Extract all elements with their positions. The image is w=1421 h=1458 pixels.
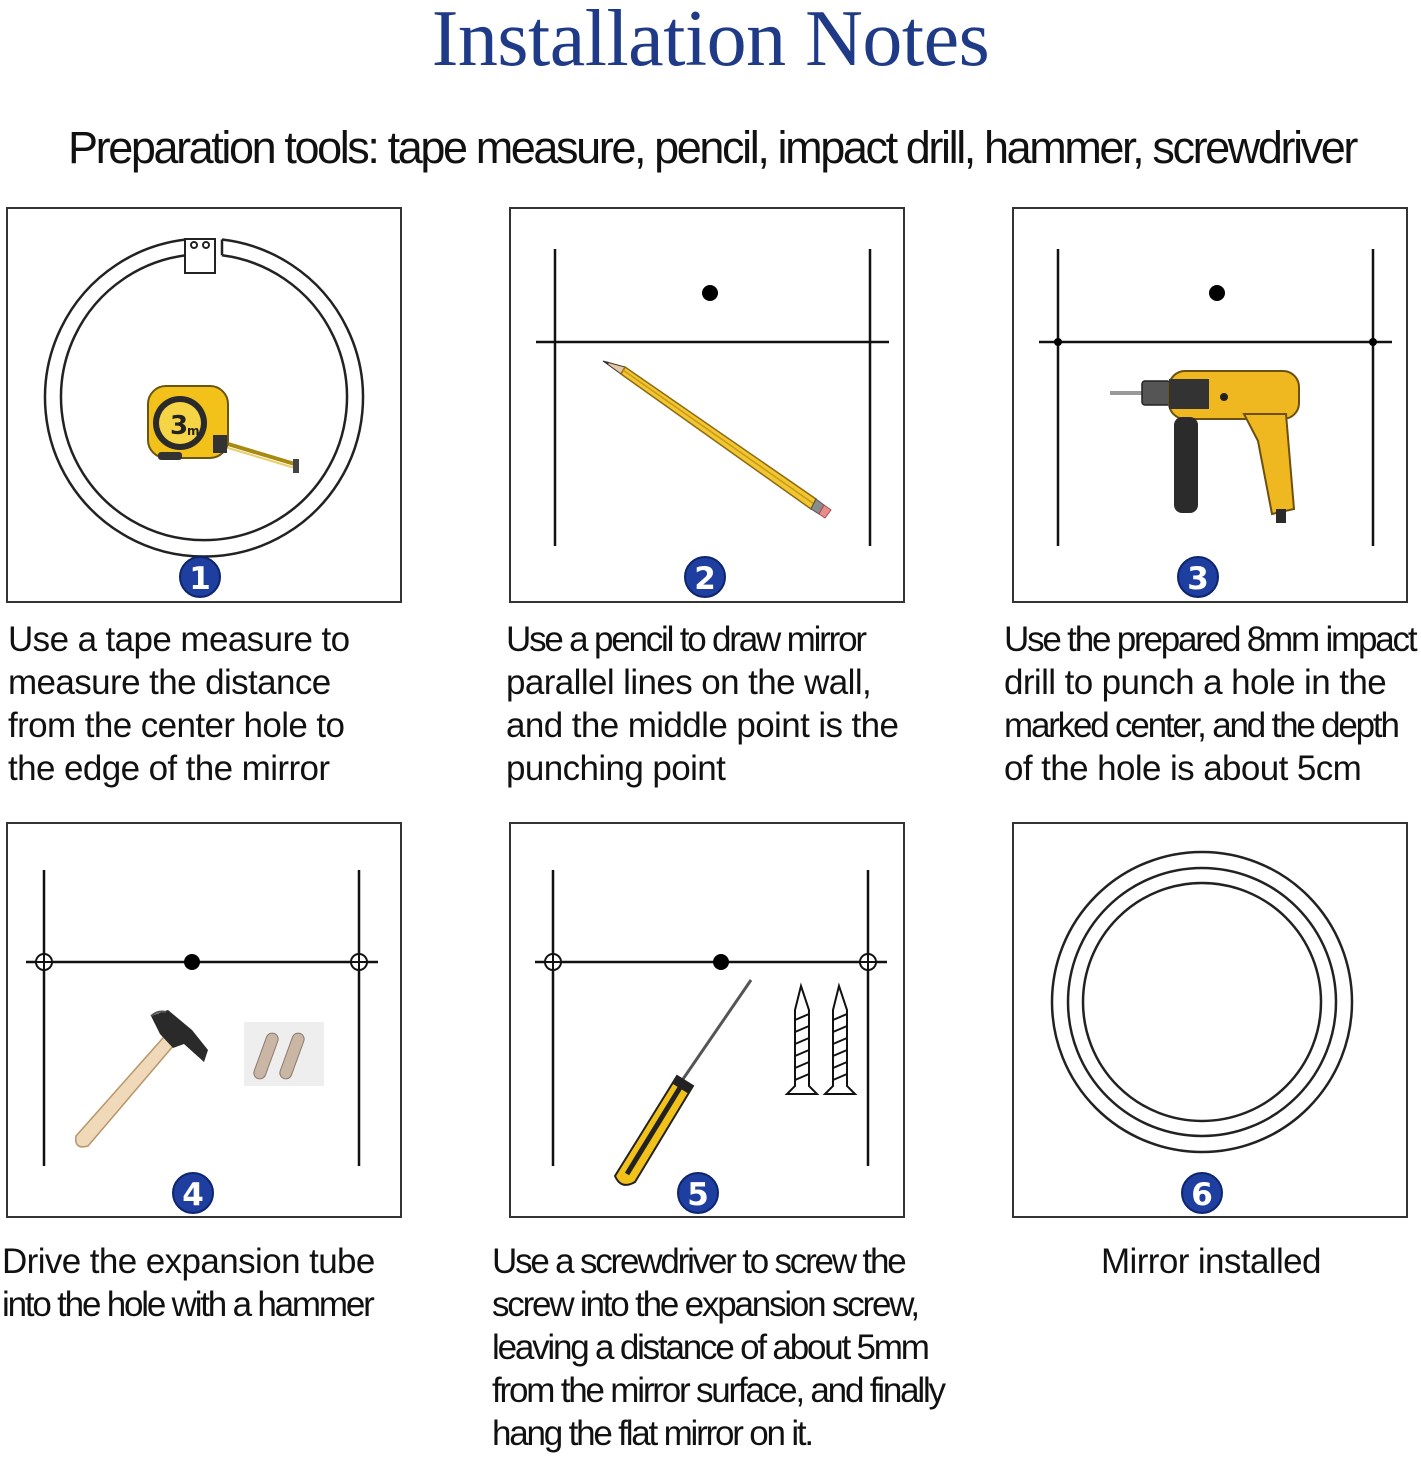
svg-text:m: m xyxy=(187,424,200,438)
step-1-panel: 3 m 1 xyxy=(6,207,402,603)
step-5-panel: 5 xyxy=(509,822,905,1218)
svg-text:4: 4 xyxy=(182,1177,204,1213)
step-4-caption: Drive the expansion tube into the hole w… xyxy=(2,1240,375,1326)
step-4-badge: 4 xyxy=(172,1172,214,1214)
screw-icon xyxy=(784,982,858,1095)
expansion-tube-icon xyxy=(244,1022,324,1086)
step-2-badge: 2 xyxy=(684,556,726,598)
impact-drill-icon xyxy=(1110,370,1300,523)
anchor-marks xyxy=(544,953,877,971)
punching-point xyxy=(1209,285,1225,301)
step-2-caption: Use a pencil to draw mirror parallel lin… xyxy=(506,618,899,790)
step-4-panel: 4 xyxy=(6,822,402,1218)
wall-guide-lines xyxy=(1039,249,1392,546)
wall-guide-lines xyxy=(535,870,887,1166)
step-3-caption: Use the prepared 8mm impact drill to pun… xyxy=(1004,618,1418,790)
hammer-icon xyxy=(75,1010,208,1148)
caption-line: and the middle point is the xyxy=(506,706,899,745)
svg-text:3: 3 xyxy=(170,411,188,441)
wall-guide-lines xyxy=(26,870,378,1166)
caption-line: measure the distance xyxy=(8,663,331,702)
step-6-badge: 6 xyxy=(1181,1172,1223,1214)
svg-text:5: 5 xyxy=(687,1177,709,1213)
tape-measure-icon: 3 m xyxy=(147,385,299,473)
step-5-badge: 5 xyxy=(677,1172,719,1214)
caption-line: Use a pencil to draw mirror xyxy=(506,620,867,659)
round-mirror-icon xyxy=(1050,850,1354,1154)
caption-line: hang the flat mirror on it. xyxy=(492,1414,814,1453)
caption-line: of the hole is about 5cm xyxy=(1004,749,1362,788)
caption-line: Use a screwdriver to screw the xyxy=(492,1242,907,1281)
punching-point xyxy=(702,285,718,301)
caption-line: punching point xyxy=(506,749,726,788)
caption-line: Use the prepared 8mm impact xyxy=(1004,620,1418,659)
svg-text:3: 3 xyxy=(1187,561,1209,597)
punching-point xyxy=(184,954,200,970)
pencil-icon xyxy=(602,360,832,519)
caption-line: Drive the expansion tube xyxy=(2,1242,375,1281)
preparation-tools-text: Preparation tools: tape measure, pencil,… xyxy=(68,122,1358,173)
step-5-caption: Use a screwdriver to screw the screw int… xyxy=(492,1240,946,1455)
svg-text:1: 1 xyxy=(189,561,211,597)
anchor-marks xyxy=(35,953,368,971)
caption-line: leaving a distance of about 5mm xyxy=(492,1328,930,1367)
punching-point xyxy=(713,954,729,970)
caption-line: screw into the expansion screw, xyxy=(492,1285,920,1324)
caption-line: marked center, and the depth xyxy=(1004,706,1400,745)
step-1-badge: 1 xyxy=(179,556,221,598)
step-2-panel: 2 xyxy=(509,207,905,603)
step-6-panel: 6 xyxy=(1012,822,1408,1218)
step-3-badge: 3 xyxy=(1177,556,1219,598)
step-6-caption: Mirror installed xyxy=(1101,1240,1322,1283)
screwdriver-icon xyxy=(613,979,753,1186)
caption-line: from the center hole to xyxy=(8,706,345,745)
caption-line: Use a tape measure to xyxy=(8,620,350,659)
caption-line: drill to punch a hole in the xyxy=(1004,663,1387,702)
step-3-panel: 3 xyxy=(1012,207,1408,603)
caption-line: parallel lines on the wall, xyxy=(506,663,872,702)
svg-text:6: 6 xyxy=(1191,1177,1213,1213)
caption-line: Mirror installed xyxy=(1101,1242,1322,1281)
hanging-bracket-icon xyxy=(184,238,216,274)
svg-text:2: 2 xyxy=(694,561,716,597)
caption-line: the edge of the mirror xyxy=(8,749,330,788)
caption-line: into the hole with a hammer xyxy=(2,1285,375,1324)
page-title: Installation Notes xyxy=(431,0,990,83)
wall-guide-lines xyxy=(536,249,889,546)
step-1-caption: Use a tape measure to measure the distan… xyxy=(8,618,350,790)
caption-line: from the mirror surface, and finally xyxy=(492,1371,946,1410)
